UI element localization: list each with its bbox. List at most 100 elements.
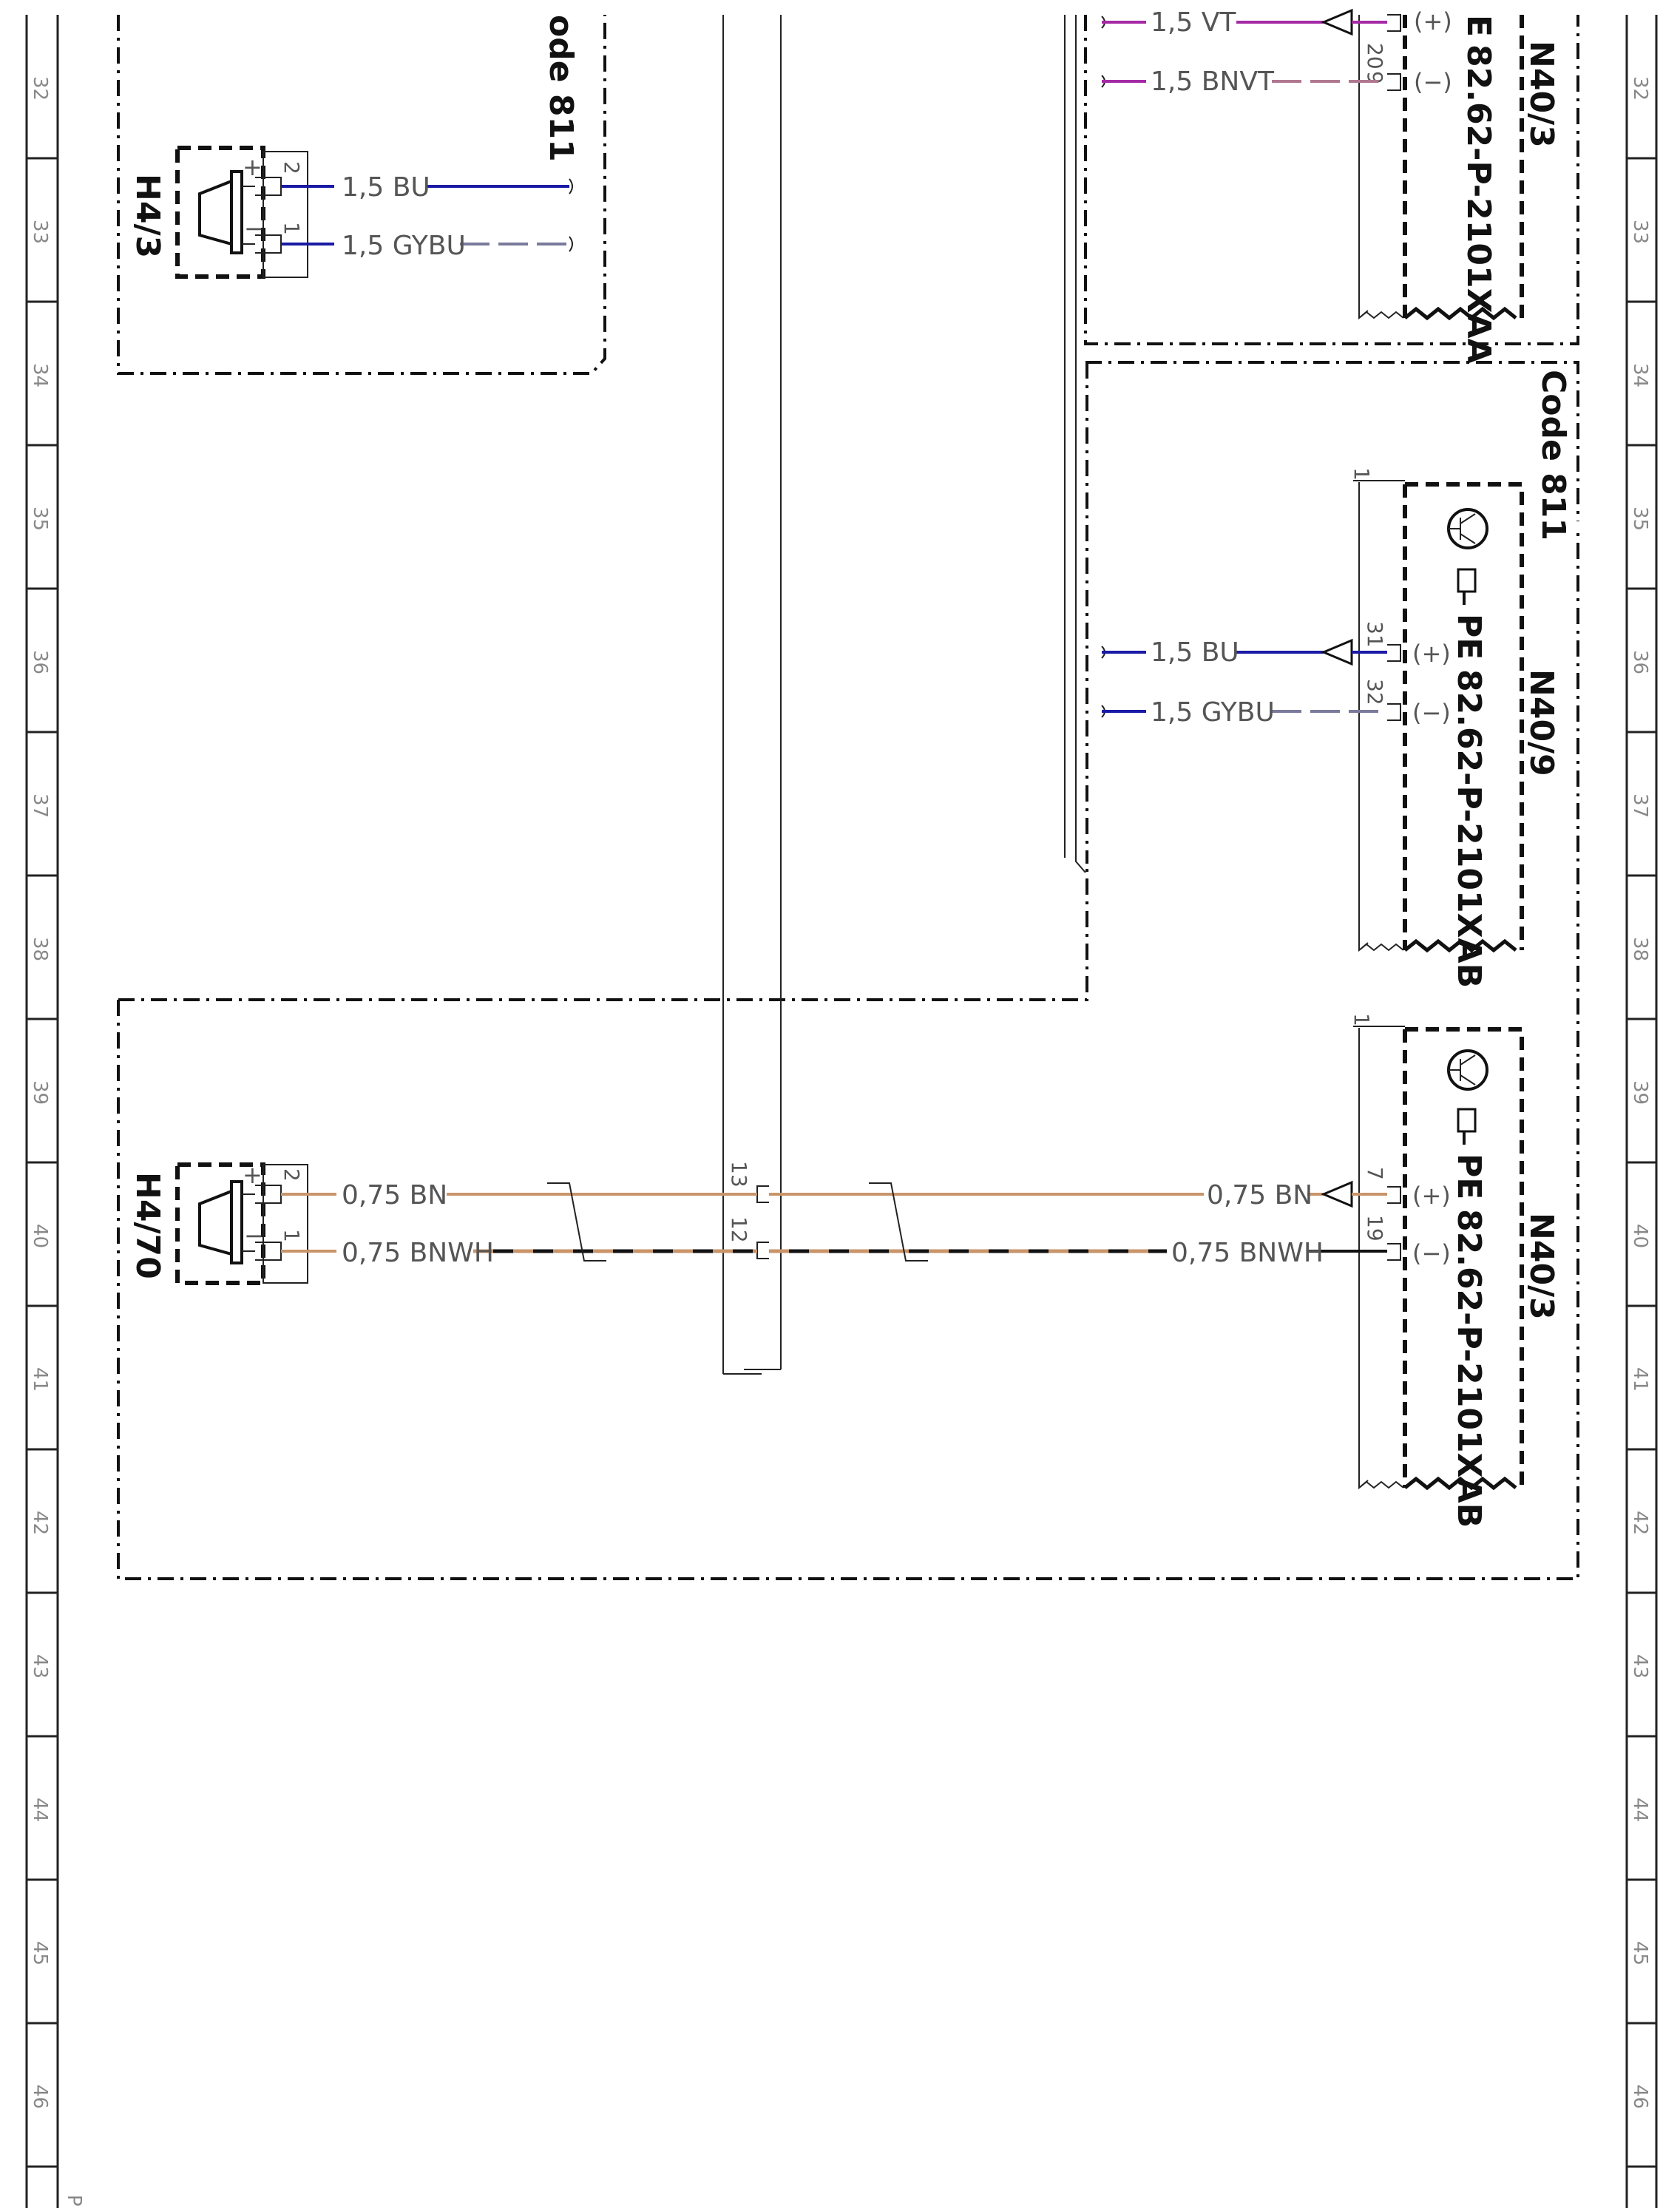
grid-row-label-left: 38 bbox=[29, 937, 51, 961]
connector-pin-top: 13 bbox=[727, 1161, 751, 1188]
n40-9-part: 82.62-P-2101XAB bbox=[1450, 669, 1488, 988]
wire-label-h4-3-plus: 1,5 BU bbox=[342, 172, 430, 203]
wire-label-n40-9-minus: 1,5 GYBU bbox=[1151, 697, 1275, 728]
wire-label-n40-9-plus: 1,5 BU bbox=[1151, 637, 1239, 668]
code-label-right-middle: Code 811 bbox=[1534, 370, 1572, 541]
n40-3-bottom-pointing-hand-icon bbox=[1457, 1108, 1477, 1145]
h4-70-id: H4/70 bbox=[129, 1172, 166, 1279]
grid-row-label-right: 33 bbox=[1629, 220, 1651, 244]
grid-row-label-left: 42 bbox=[29, 1511, 51, 1535]
h4-3-id: H4/3 bbox=[129, 174, 166, 258]
wire-label-h4-70-minus: 0,75 BNWH bbox=[342, 1238, 494, 1268]
n40-3-top-part: 82.62-P-2101XAA bbox=[1460, 44, 1497, 364]
grid-row-label-right: 35 bbox=[1629, 507, 1651, 531]
frame-n40-3-top bbox=[1084, 15, 1579, 345]
n40-3-top-id: N40/3 bbox=[1522, 41, 1560, 148]
n40-9-pointing-hand-icon bbox=[1457, 568, 1477, 605]
n40-9-corner-pin: 1 bbox=[1349, 467, 1374, 481]
n40-3-bottom-prefix: PE bbox=[1450, 1154, 1488, 1199]
frame-h4-3 bbox=[117, 15, 606, 375]
grid-row-label-right: 45 bbox=[1629, 1941, 1651, 1965]
grid-row-label-left: 43 bbox=[29, 1654, 51, 1679]
grid-row-label-right: 44 bbox=[1629, 1798, 1651, 1822]
frame-lower bbox=[117, 362, 1579, 1580]
grid-row-label-right: 46 bbox=[1629, 2085, 1651, 2109]
code-label-top-left: ode 811 bbox=[542, 15, 580, 162]
frame-n40-9 bbox=[1085, 361, 1579, 521]
n40-9-transistor-icon bbox=[1447, 508, 1488, 549]
h4-70-pin-minus: 1 bbox=[280, 1229, 304, 1242]
wire-n40-9-minus bbox=[1101, 703, 1401, 721]
h4-3-speaker bbox=[175, 146, 308, 279]
cable-duct bbox=[722, 15, 782, 1375]
n40-3-bottom-pin-top: 7 bbox=[1363, 1167, 1387, 1180]
grid-row-label-right: 38 bbox=[1629, 937, 1651, 961]
wire-n40-3-bottom-minus bbox=[1307, 1243, 1401, 1261]
h4-70-minus-sign: − bbox=[244, 1222, 264, 1250]
corner-marker: P bbox=[63, 2195, 85, 2207]
wire-n40-9-plus bbox=[1101, 638, 1401, 666]
n40-3-bottom-minus: (−) bbox=[1412, 1239, 1451, 1267]
wire-n40-3-top-minus bbox=[1101, 73, 1401, 91]
grid-row-label-left: 40 bbox=[29, 1224, 51, 1248]
h4-70-pin-plus: 2 bbox=[280, 1168, 304, 1182]
wire-label-n40-3-bottom-plus: 0,75 BN bbox=[1207, 1180, 1312, 1210]
grid-row-label-right: 37 bbox=[1629, 793, 1651, 818]
duct-side-bracket bbox=[1064, 15, 1086, 873]
n40-3-top-minus: (−) bbox=[1414, 68, 1452, 96]
grid-row-label-left: 34 bbox=[29, 363, 51, 387]
grid-row-label-left: 32 bbox=[29, 76, 51, 101]
connector-pin-bottom: 12 bbox=[727, 1216, 751, 1243]
wire-n40-3-top-plus bbox=[1101, 8, 1401, 36]
grid-row-label-right: 40 bbox=[1629, 1224, 1651, 1248]
grid-row-label-left: 45 bbox=[29, 1941, 51, 1965]
grid-row-label-left: 39 bbox=[29, 1080, 51, 1105]
n40-3-top-module bbox=[1358, 15, 1524, 321]
grid-row-label-right: 43 bbox=[1629, 1654, 1651, 1679]
grid-row-label-right: 39 bbox=[1629, 1080, 1651, 1105]
h4-3-plus-sign: + bbox=[243, 153, 262, 181]
n40-3-bottom-transistor-icon bbox=[1447, 1049, 1488, 1091]
wire-twist-markers bbox=[547, 1182, 928, 1262]
grid-row-label-left: 35 bbox=[29, 507, 51, 531]
grid-row-label-left: 41 bbox=[29, 1367, 51, 1392]
n40-9-prefix: PE bbox=[1450, 614, 1488, 660]
h4-3-pin-plus: 2 bbox=[280, 161, 304, 175]
grid-row-label-right: 32 bbox=[1629, 76, 1651, 101]
n40-9-pin-top: 31 bbox=[1363, 621, 1387, 648]
n40-3-bottom-part: 82.62-P-2101XAB bbox=[1450, 1209, 1488, 1528]
grid-row-label-right: 34 bbox=[1629, 363, 1651, 387]
n40-3-top-prefix: E bbox=[1460, 15, 1497, 37]
wire-label-n40-3-top-plus: 1,5 VT bbox=[1151, 7, 1236, 38]
n40-9-minus: (−) bbox=[1412, 699, 1451, 727]
wire-label-n40-3-top-minus: 1,5 BNVT bbox=[1151, 67, 1275, 97]
wire-label-h4-70-plus: 0,75 BN bbox=[342, 1180, 447, 1210]
wire-h4-3-minus bbox=[281, 236, 573, 252]
n40-3-bottom-corner-pin: 1 bbox=[1349, 1013, 1374, 1026]
n40-9-id: N40/9 bbox=[1522, 669, 1560, 776]
grid-row-label-left: 33 bbox=[29, 220, 51, 244]
wire-n40-3-bottom-plus bbox=[1307, 1180, 1401, 1208]
grid-row-label-right: 42 bbox=[1629, 1511, 1651, 1535]
n40-3-bottom-module bbox=[1353, 1026, 1524, 1491]
inline-connector bbox=[756, 1185, 769, 1259]
h4-3-pin-minus: 1 bbox=[280, 222, 304, 235]
n40-9-module bbox=[1353, 480, 1524, 953]
grid-row-label-left: 46 bbox=[29, 2085, 51, 2109]
h4-70-speaker bbox=[175, 1162, 308, 1285]
n40-3-top-pin-top: 20 bbox=[1363, 43, 1387, 70]
h4-70-plus-sign: + bbox=[243, 1161, 262, 1189]
grid-row-label-left: 37 bbox=[29, 793, 51, 818]
n40-3-bottom-pin-bottom: 19 bbox=[1363, 1215, 1387, 1242]
h4-3-minus-sign: − bbox=[244, 214, 264, 243]
wire-label-n40-3-bottom-minus: 0,75 BNWH bbox=[1171, 1238, 1324, 1268]
n40-3-bottom-plus: (+) bbox=[1412, 1182, 1451, 1210]
n40-9-pin-bottom: 32 bbox=[1363, 679, 1387, 705]
n40-3-bottom-id: N40/3 bbox=[1522, 1213, 1560, 1320]
grid-row-label-left: 44 bbox=[29, 1798, 51, 1822]
n40-3-top-plus: (+) bbox=[1414, 7, 1452, 35]
n40-9-plus: (+) bbox=[1412, 640, 1451, 668]
